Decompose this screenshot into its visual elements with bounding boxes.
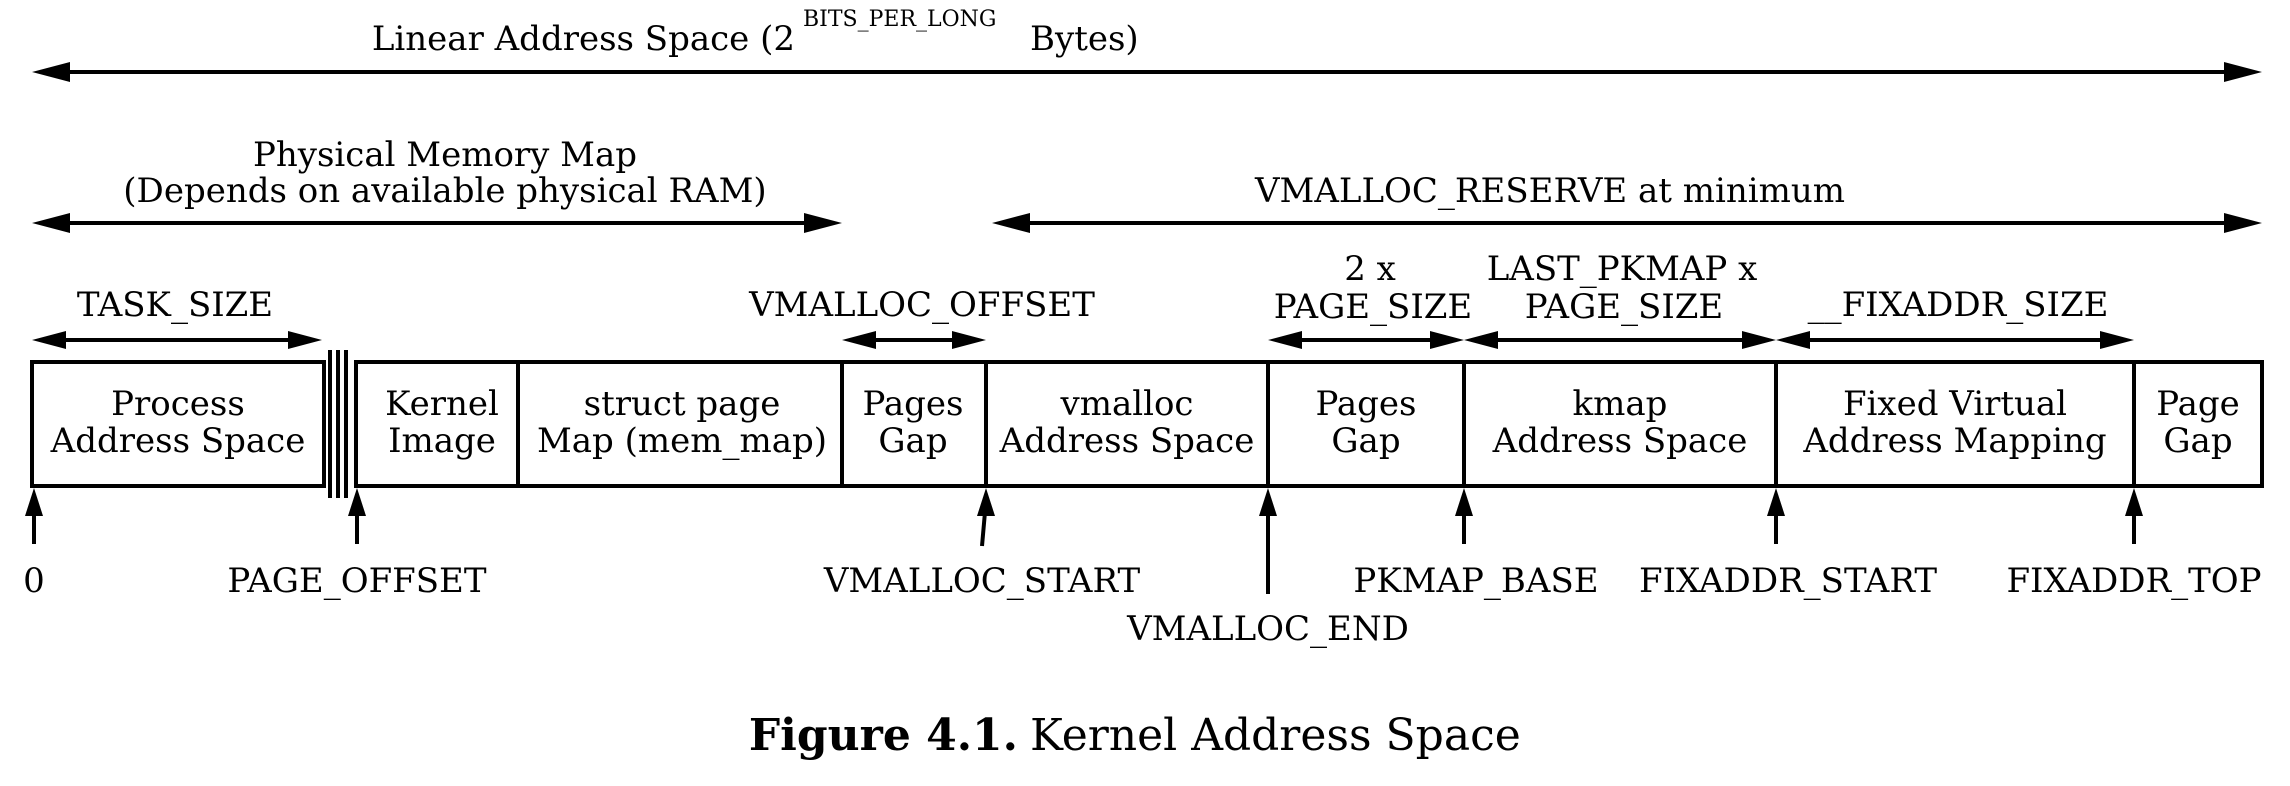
marker-pkmap-base-label: PKMAP_BASE xyxy=(1353,561,1598,601)
marker-zero-label: 0 xyxy=(23,561,45,601)
region-box-kernel xyxy=(354,360,2264,488)
arrowhead-left-icon xyxy=(842,331,876,349)
two-x-label-line1: 2 x xyxy=(1344,249,1396,289)
arrowhead-left-icon xyxy=(32,213,70,233)
boundary-markers: 0 PAGE_OFFSET VMALLOC_START VMALLOC_END … xyxy=(23,488,2262,649)
arrowhead-right-icon xyxy=(1430,331,1464,349)
size-labels: TASK_SIZE VMALLOC_OFFSET 2 x PAGE_SIZE L… xyxy=(32,249,2134,349)
arrowhead-right-icon xyxy=(952,331,986,349)
region-vmalloc-line1: vmalloc xyxy=(1060,384,1194,424)
region-kernel-image-line1: Kernel xyxy=(385,384,499,424)
task-size-label: TASK_SIZE xyxy=(77,285,273,325)
physical-memory-map-span: Physical Memory Map (Depends on availabl… xyxy=(32,135,842,233)
vmalloc-reserve-span: VMALLOC_RESERVE at minimum xyxy=(992,171,2262,233)
arrowhead-left-icon xyxy=(992,213,1030,233)
two-x-label-line2: PAGE_SIZE xyxy=(1274,287,1472,327)
region-fixed-virtual-line2: Address Mapping xyxy=(1802,421,2106,461)
physical-map-line1: Physical Memory Map xyxy=(253,135,637,175)
region-page-gap-line2: Gap xyxy=(2163,421,2232,461)
last-pkmap-label-line2: PAGE_SIZE xyxy=(1525,287,1723,327)
marker-fixaddr-start-label: FIXADDR_START xyxy=(1639,561,1937,601)
last-pkmap-label-line1: LAST_PKMAP x xyxy=(1487,249,1758,289)
arrowhead-left-icon xyxy=(1776,331,1810,349)
arrowhead-left-icon xyxy=(1268,331,1302,349)
arrowhead-right-icon xyxy=(1742,331,1776,349)
caption-title: Kernel Address Space xyxy=(1030,710,1521,761)
region-pages-gap-2-line1: Pages xyxy=(1316,384,1417,424)
arrowhead-right-icon xyxy=(2224,213,2262,233)
fixaddr-size-label: __FIXADDR_SIZE xyxy=(1808,285,2109,325)
marker-page-offset-label: PAGE_OFFSET xyxy=(227,561,486,601)
marker-vmalloc-end-label: VMALLOC_END xyxy=(1126,609,1409,649)
region-pages-gap-1-line2: Gap xyxy=(878,421,947,461)
bits-per-long-superscript: BITS_PER_LONG xyxy=(803,7,997,32)
arrowhead-up-icon xyxy=(2125,488,2143,516)
marker-vmalloc-start-shaft xyxy=(980,511,987,547)
arrowhead-up-icon xyxy=(977,488,995,516)
arrowhead-up-icon xyxy=(348,488,366,516)
physical-map-line2: (Depends on available physical RAM) xyxy=(123,171,766,211)
arrowhead-right-icon xyxy=(288,331,322,349)
marker-vmalloc-start-label: VMALLOC_START xyxy=(823,561,1141,601)
region-mem-map-line2: Map (mem_map) xyxy=(537,421,827,461)
arrowhead-up-icon xyxy=(1259,488,1277,516)
arrowhead-right-icon xyxy=(2224,62,2262,82)
region-pages-gap-1-line1: Pages xyxy=(863,384,964,424)
region-process-line2: Address Space xyxy=(50,421,306,461)
linear-address-space-label: Linear Address Space (2 xyxy=(372,19,795,59)
caption-label: Figure 4.1. xyxy=(749,710,1018,761)
arrowhead-right-icon xyxy=(804,213,842,233)
arrowhead-right-icon xyxy=(2100,331,2134,349)
arrowhead-left-icon xyxy=(1464,331,1498,349)
vmalloc-reserve-label: VMALLOC_RESERVE at minimum xyxy=(1254,171,1845,211)
region-pages-gap-2-line2: Gap xyxy=(1331,421,1400,461)
figure-caption: Figure 4.1. Kernel Address Space xyxy=(749,710,1521,761)
arrowhead-up-icon xyxy=(1767,488,1785,516)
marker-fixaddr-top-label: FIXADDR_TOP xyxy=(2006,561,2261,601)
linear-address-space-span: Linear Address Space (2 BITS_PER_LONG By… xyxy=(32,7,2262,82)
region-box-process xyxy=(30,360,326,488)
address-regions: Process Address Space Kernel Image struc… xyxy=(30,350,2264,498)
region-mem-map-line1: struct page xyxy=(584,384,781,424)
arrowhead-left-icon xyxy=(32,331,66,349)
region-vmalloc-line2: Address Space xyxy=(999,421,1255,461)
region-process-line1: Process xyxy=(111,384,245,424)
arrowhead-left-icon xyxy=(32,62,70,82)
region-page-gap-line1: Page xyxy=(2156,384,2240,424)
region-kernel-image-line2: Image xyxy=(388,421,496,461)
linear-address-space-suffix: Bytes) xyxy=(1030,19,1139,59)
vmalloc-offset-label: VMALLOC_OFFSET xyxy=(748,285,1095,325)
arrowhead-up-icon xyxy=(25,488,43,516)
region-kmap-line1: kmap xyxy=(1573,384,1668,424)
region-kmap-line2: Address Space xyxy=(1492,421,1748,461)
region-fixed-virtual-line1: Fixed Virtual xyxy=(1843,384,2067,424)
arrowhead-up-icon xyxy=(1455,488,1473,516)
